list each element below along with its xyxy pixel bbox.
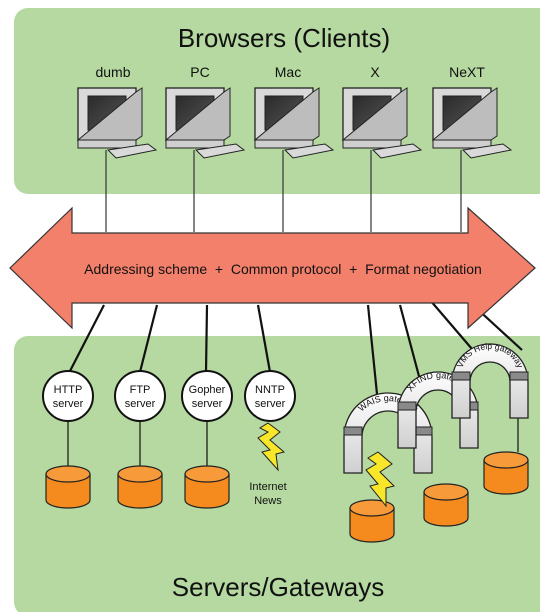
computer-icon-dumb: [76, 87, 158, 159]
server-gopher: Gopher server: [181, 370, 233, 422]
server-nntp-line1: NNTP: [255, 384, 285, 396]
news-label-line1: Internet: [249, 481, 286, 493]
database-icon-xfind: [423, 483, 469, 527]
database-icon-vms: [483, 451, 529, 495]
servers-panel-title: Servers/Gateways: [172, 572, 384, 602]
database-icon-wais: [349, 499, 395, 543]
server-gopher-line1: Gopher: [189, 384, 226, 396]
server-http: HTTP server: [42, 370, 94, 422]
client-label-next: NeXT: [449, 64, 485, 80]
client-label-x: X: [370, 64, 380, 80]
protocol-arrow-label: Addressing scheme + Common protocol + Fo…: [84, 261, 482, 277]
server-nntp-line2: server: [255, 398, 286, 410]
client-connectors: [105, 150, 462, 232]
client-label-mac: Mac: [275, 64, 301, 80]
client-label-dumb: dumb: [95, 64, 130, 80]
database-icon-http: [45, 465, 91, 509]
computer-icon-mac: [253, 87, 335, 159]
computer-icon-x: [341, 87, 423, 159]
server-ftp-line2: server: [125, 398, 156, 410]
server-nntp: NNTP server: [244, 370, 296, 422]
computer-icon-next: [431, 87, 513, 159]
database-icon-ftp: [117, 465, 163, 509]
server-ftp: FTP server: [114, 370, 166, 422]
lightning-icon-wais: [365, 451, 395, 508]
lightning-icon-news: [257, 422, 286, 472]
server-gopher-line2: server: [192, 398, 223, 410]
protocol-arrow: [9, 206, 536, 330]
database-icon-gopher: [184, 465, 230, 509]
computer-icon-pc: [164, 87, 246, 159]
server-http-line1: HTTP: [54, 384, 83, 396]
client-label-pc: PC: [190, 64, 209, 80]
clients-panel-title: Browsers (Clients): [178, 23, 390, 53]
server-ftp-line1: FTP: [130, 384, 151, 396]
news-label-line2: News: [254, 495, 282, 507]
server-http-line2: server: [53, 398, 84, 410]
